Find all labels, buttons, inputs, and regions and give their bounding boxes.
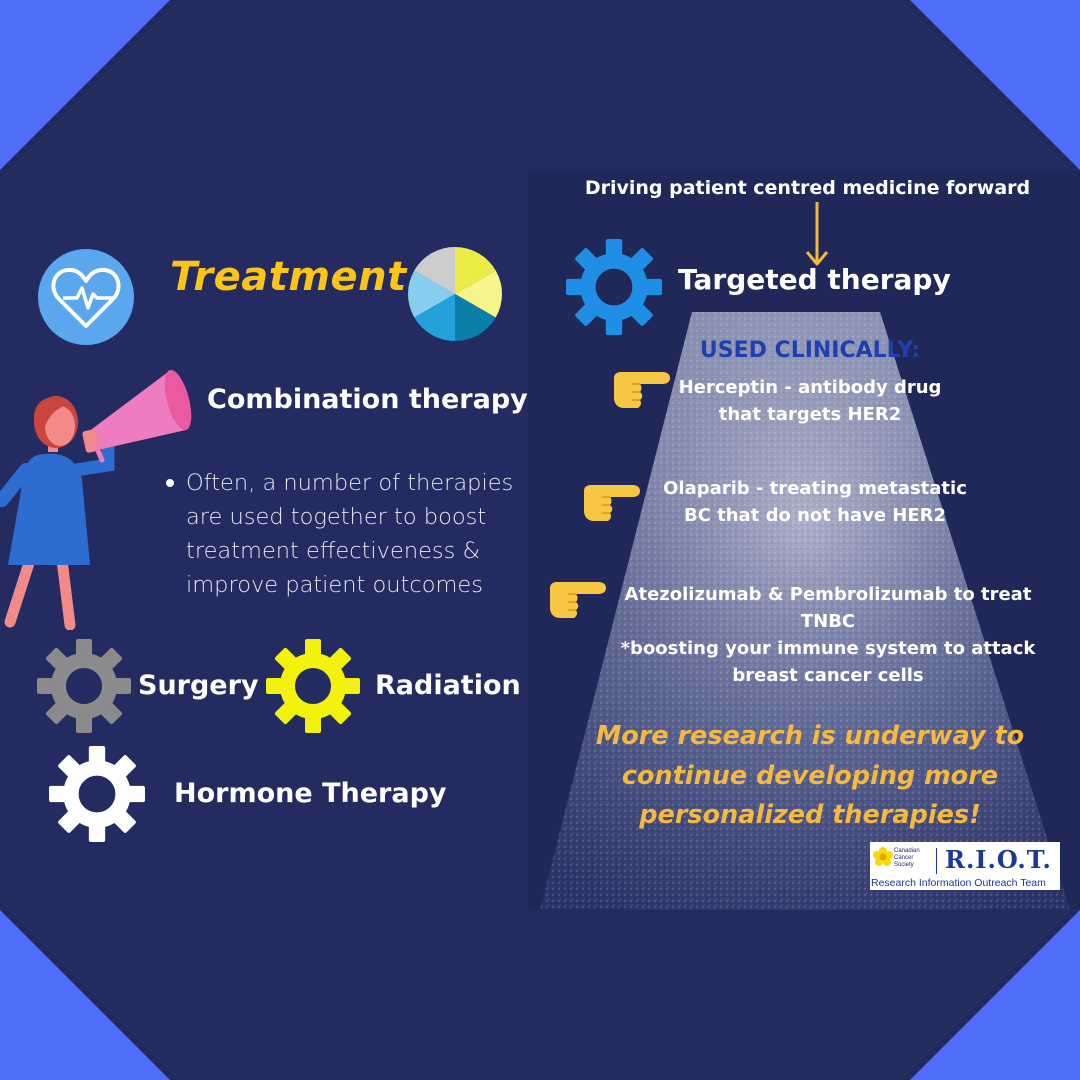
pointing-hand-icon bbox=[610, 364, 676, 419]
drug-item-herceptin: Herceptin - antibody drug that targets H… bbox=[660, 374, 960, 428]
research-line: More research is underway to bbox=[595, 721, 1025, 751]
drug-line: TNBC bbox=[800, 611, 856, 632]
drug-line: that targets HER2 bbox=[718, 404, 902, 425]
riot-subtitle: Research Information Outreach Team bbox=[871, 877, 1046, 889]
research-note: More research is underway to continue de… bbox=[585, 717, 1035, 836]
daffodil-icon bbox=[873, 847, 893, 866]
hormone-therapy-label: Hormone Therapy bbox=[174, 778, 447, 809]
targeted-therapy-heading: Targeted therapy bbox=[678, 263, 951, 296]
surgery-label: Surgery bbox=[138, 670, 259, 701]
drug-line: *boosting your immune system to attack bbox=[620, 638, 1036, 659]
riot-logo: Canadian Cancer Society R.I.O.T. Researc… bbox=[870, 842, 1060, 890]
heart-rate-icon bbox=[37, 248, 135, 346]
combination-therapy-heading: Combination therapy bbox=[207, 384, 528, 415]
woman-megaphone-illustration bbox=[0, 369, 200, 631]
treatment-title: Treatment bbox=[170, 254, 407, 300]
combination-bullet-list: Often, a number of therapies are used to… bbox=[164, 466, 524, 602]
gear-icon-yellow bbox=[265, 638, 361, 734]
drug-item-immunotherapy: Atezolizumab & Pembrolizumab to treat TN… bbox=[608, 581, 1048, 689]
used-clinically-heading: USED CLINICALLY: bbox=[699, 338, 921, 363]
riot-wordmark: R.I.O.T. bbox=[945, 845, 1052, 874]
drug-line: Atezolizumab & Pembrolizumab to treat bbox=[624, 584, 1032, 605]
arrow-down-icon bbox=[802, 200, 832, 268]
pointing-hand-icon bbox=[580, 477, 646, 532]
pointing-hand-icon bbox=[546, 574, 612, 629]
radiation-label: Radiation bbox=[375, 670, 521, 701]
driving-medicine-text: Driving patient centred medicine forward bbox=[584, 177, 1031, 199]
drug-line: breast cancer cells bbox=[732, 665, 924, 686]
list-item: Often, a number of therapies are used to… bbox=[164, 466, 524, 602]
logo-divider bbox=[936, 848, 937, 874]
gear-icon-gray bbox=[36, 638, 132, 734]
drug-item-olaparib: Olaparib - treating metastatic BC that d… bbox=[640, 475, 990, 529]
drug-line: Herceptin - antibody drug bbox=[678, 377, 942, 398]
research-line: personalized therapies! bbox=[639, 800, 981, 830]
gear-icon-white bbox=[48, 745, 146, 843]
research-line: continue developing more bbox=[621, 760, 999, 791]
drug-line: Olaparib - treating metastatic bbox=[663, 478, 967, 499]
gear-icon-blue bbox=[565, 238, 663, 336]
cancer-society-wordmark: Canadian Cancer Society bbox=[894, 848, 920, 868]
drug-line: BC that do not have HER2 bbox=[683, 505, 947, 526]
color-wheel-icon bbox=[407, 246, 503, 342]
